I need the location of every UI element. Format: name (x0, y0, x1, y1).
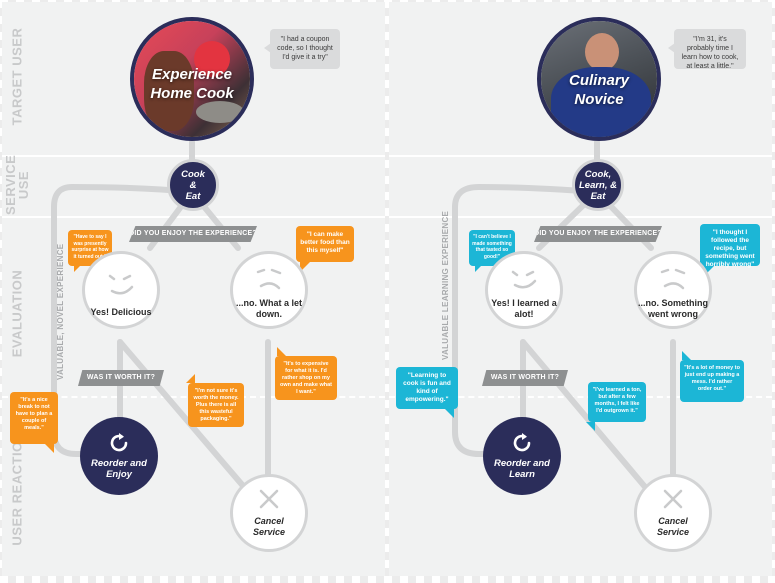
service-node-line3: Eat (185, 190, 201, 202)
negative-outcome-line1: ...no. What a let (235, 298, 302, 308)
persona-quote: "I'm 31, it's probably time I learn how … (668, 29, 746, 70)
cancel-expensive-text: "It's to expensive for what it is. I'd r… (280, 361, 332, 395)
negative-eval-bubble: "I thought I followed the recipe, but so… (700, 224, 760, 276)
service-node-line3: Eat (590, 190, 606, 202)
band-divider (389, 155, 772, 157)
close-icon (663, 489, 683, 509)
question-enjoy-banner: DID YOU ENJOY THE EXPERIENCE? (129, 226, 257, 242)
bubble-tail (475, 265, 482, 272)
persona-photo: Experience Home Cook (130, 17, 254, 141)
cancel-unsure-text: "I'm not sure it's worth the money. Plus… (193, 388, 239, 422)
band-divider (2, 216, 385, 218)
side-label: VALUABLE LEARNING EXPERIENCE (441, 210, 450, 360)
question-enjoy-banner: DID YOU ENJOY THE EXPERIENCE? (534, 226, 662, 242)
bubble-tail (586, 422, 595, 431)
bubble-tail (45, 444, 54, 453)
persona-title-line2: Home Cook (150, 85, 234, 102)
persona-quote: "I had a coupon code, so I thought I'd g… (264, 29, 340, 69)
band-divider (389, 216, 772, 218)
positive-outcome-node: Yes! I learned a alot! (485, 251, 563, 329)
cancel-outgrown-bubble: "I've learned a ton, but after a few mon… (586, 382, 646, 431)
positive-eval-text: "Have to say I was presently surprise at… (71, 234, 109, 260)
positive-eval-bubble: "Have to say I was presently surprise at… (68, 230, 112, 272)
negative-eval-text: "I can make better food than this myself… (300, 231, 350, 254)
positive-eval-bubble: "I can't believe I made something that t… (469, 230, 515, 272)
reorder-reason-bubble: "Learning to cook is fun and kind of emp… (396, 367, 458, 418)
happy-face-icon (108, 274, 134, 295)
service-node-line2: Learn, & (578, 179, 617, 191)
bubble-tail (704, 266, 714, 276)
reorder-reason-bubble: "It's a nice break to not have to plan a… (10, 392, 58, 453)
persona-quote-text: "I'm 31, it's probably time I learn how … (681, 36, 739, 70)
band-divider (389, 396, 772, 398)
cancel-node: Cancel Service (230, 474, 308, 552)
positive-outcome-line2: alot! (514, 309, 534, 319)
persona-quote-text: "I had a coupon code, so I thought I'd g… (277, 36, 333, 61)
negative-outcome-line2: went wrong (648, 309, 698, 319)
question-worth-banner: WAS IT WORTH IT? (482, 370, 568, 386)
side-label: VALUABLE, NOVEL EXPERIENCE (56, 243, 65, 380)
negative-eval-bubble: "I can make better food than this myself… (296, 226, 354, 272)
right-persona-panel: VALUABLE LEARNING EXPERIENCE Culinary No… (389, 2, 772, 576)
negative-outcome-node: ...no. Something went wrong (634, 251, 712, 329)
persona-title-line2: Novice (574, 91, 624, 108)
negative-eval-text: "I thought I followed the recipe, but so… (705, 229, 755, 268)
persona-photo: Culinary Novice (537, 17, 661, 141)
happy-face-icon (511, 270, 537, 289)
reorder-node: Reorder and Enjoy (80, 417, 158, 495)
reorder-line2: Enjoy (106, 469, 132, 480)
negative-outcome-line1: ...no. Something (638, 298, 708, 308)
positive-outcome-node: Yes! Delicious (82, 251, 160, 329)
bubble-tail (445, 409, 454, 418)
cancel-line1: Cancel (658, 516, 688, 526)
persona-title: Experience Home Cook (134, 65, 250, 103)
cancel-line1: Cancel (254, 516, 284, 526)
service-node: Cook & Eat (167, 159, 219, 211)
bubble-tail (74, 265, 81, 272)
cancel-mess-bubble: "It's a lot of money to just end up maki… (680, 351, 744, 402)
refresh-icon (110, 433, 128, 452)
close-icon (259, 489, 279, 509)
service-node-line1: Cook, (584, 168, 612, 180)
reorder-line2: Learn (509, 469, 535, 480)
reorder-reason-text: "Learning to cook is fun and kind of emp… (403, 372, 451, 403)
bubble-tail (682, 351, 691, 360)
positive-outcome-line1: Yes! Delicious (90, 307, 152, 317)
bubble-tail (264, 43, 271, 53)
service-node-line2: & (189, 179, 197, 191)
positive-outcome-line1: Yes! I learned a (491, 298, 557, 308)
bubble-tail (186, 374, 195, 383)
service-node: Cook, Learn, & Eat (572, 159, 624, 211)
cancel-node: Cancel Service (634, 474, 712, 552)
cancel-unsure-bubble: "I'm not sure it's worth the money. Plus… (186, 374, 244, 427)
question-worth-banner: WAS IT WORTH IT? (78, 370, 164, 386)
negative-outcome-line2: down. (256, 309, 282, 319)
cancel-outgrown-text: "I've learned a ton, but after a few mon… (592, 387, 642, 414)
reorder-line1: Reorder and (91, 458, 147, 469)
bubble-tail (668, 43, 675, 53)
service-node-line1: Cook (181, 168, 205, 180)
cancel-line2: Service (252, 527, 286, 537)
cancel-line2: Service (656, 527, 690, 537)
bubble-tail (300, 262, 310, 272)
positive-eval-text: "I can't believe I made something that t… (472, 234, 512, 260)
left-persona-panel: TARGET USER SERVICE USE EVALUATION USER … (2, 2, 385, 576)
sad-face-icon (660, 268, 686, 290)
reorder-reason-text: "It's a nice break to not have to plan a… (15, 397, 53, 431)
sad-face-icon (256, 268, 282, 290)
reorder-line1: Reorder and (494, 458, 550, 469)
reorder-node: Reorder and Learn (483, 417, 561, 495)
cancel-expensive-bubble: "It's to expensive for what it is. I'd r… (275, 347, 337, 400)
persona-title-line1: Experience (151, 66, 233, 83)
negative-outcome-node: ...no. What a let down. (230, 251, 308, 329)
cancel-mess-text: "It's a lot of money to just end up maki… (684, 365, 740, 392)
bubble-tail (277, 347, 286, 356)
persona-title-line1: Culinary (568, 72, 629, 89)
persona-title: Culinary Novice (541, 71, 657, 109)
refresh-icon (513, 433, 531, 452)
